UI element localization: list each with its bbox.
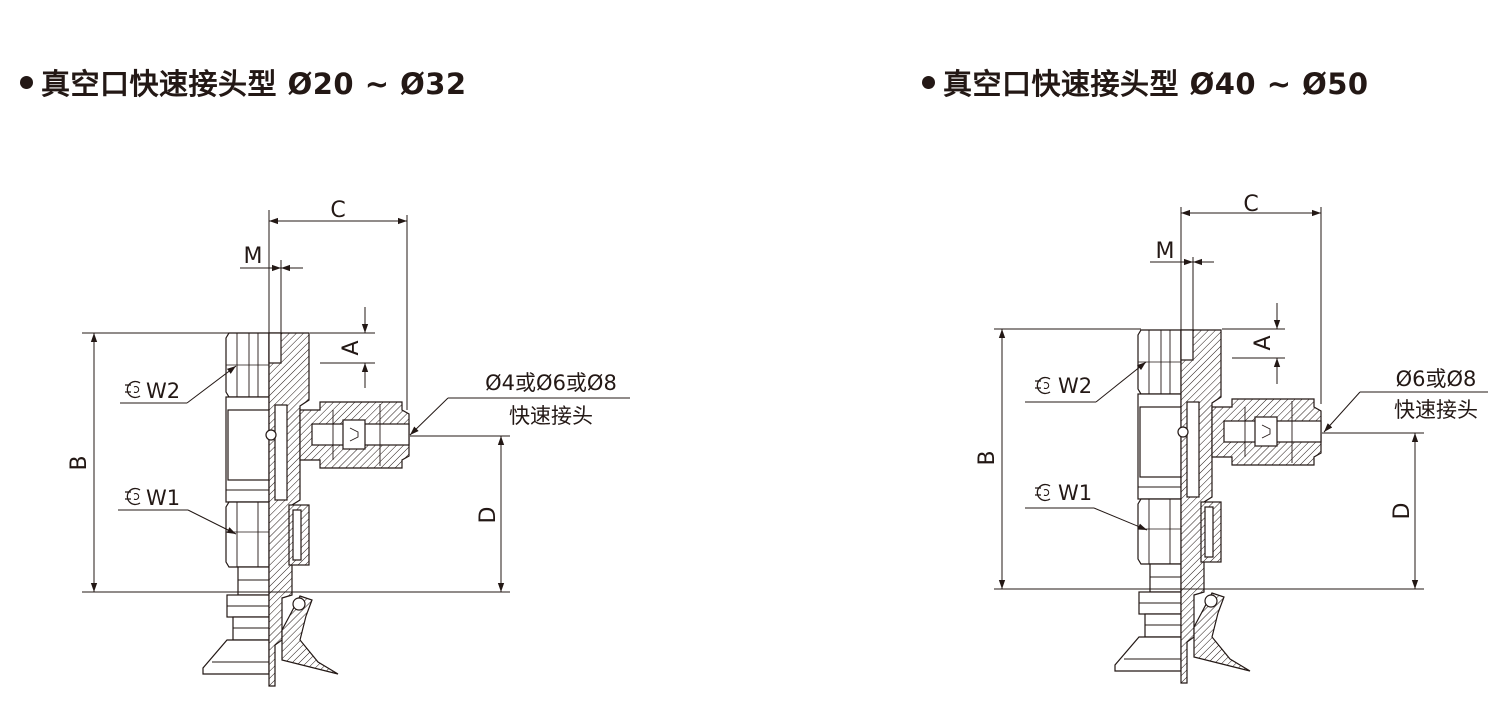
right-w2-callout xyxy=(1025,361,1147,403)
left-label-w2: W2 xyxy=(146,379,180,403)
right-label-b: B xyxy=(975,450,1000,465)
left-drawing: C M A B D W2 W1 Ø4或Ø6或Ø8 快速接头 xyxy=(67,198,630,687)
left-w1-callout xyxy=(118,487,237,535)
left-label-d: D xyxy=(476,507,501,524)
right-label-a: A xyxy=(1251,335,1276,350)
left-suction-cup-assembly xyxy=(202,209,410,687)
right-fitting-name: 快速接头 xyxy=(1394,398,1478,422)
right-label-w2: W2 xyxy=(1058,374,1092,398)
left-section-title: 真空口快速接头型 Ø20 ~ Ø32 xyxy=(20,62,467,102)
left-label-a: A xyxy=(339,340,364,355)
left-fitting-size: Ø4或Ø6或Ø8 xyxy=(485,371,617,395)
wrench-flats-icon xyxy=(124,380,141,399)
right-fitting-size: Ø6或Ø8 xyxy=(1396,367,1477,391)
left-fitting-name: 快速接头 xyxy=(509,404,593,428)
right-drawing: C M A B D W2 W1 Ø6或Ø8 快速接头 xyxy=(975,192,1488,684)
right-label-c: C xyxy=(1243,192,1258,217)
right-suction-cup-assembly xyxy=(1114,206,1322,684)
right-label-d: D xyxy=(1390,503,1415,520)
left-label-b: B xyxy=(67,455,92,470)
right-w1-callout xyxy=(1025,483,1148,531)
bullet-dot-icon xyxy=(922,75,935,89)
left-w2-callout xyxy=(120,365,237,404)
left-title-text: 真空口快速接头型 Ø20 ~ Ø32 xyxy=(41,67,467,101)
wrench-flats-icon xyxy=(1034,483,1051,502)
left-label-c: C xyxy=(330,198,345,223)
right-label-w1: W1 xyxy=(1058,481,1092,505)
bullet-dot-icon xyxy=(20,75,33,89)
right-label-m: M xyxy=(1156,239,1175,264)
left-label-m: M xyxy=(244,244,263,269)
wrench-flats-icon xyxy=(124,487,141,506)
left-label-w1: W1 xyxy=(146,486,180,510)
wrench-flats-icon xyxy=(1034,376,1051,395)
right-section-title: 真空口快速接头型 Ø40 ~ Ø50 xyxy=(922,62,1369,102)
right-title-text: 真空口快速接头型 Ø40 ~ Ø50 xyxy=(943,67,1369,101)
